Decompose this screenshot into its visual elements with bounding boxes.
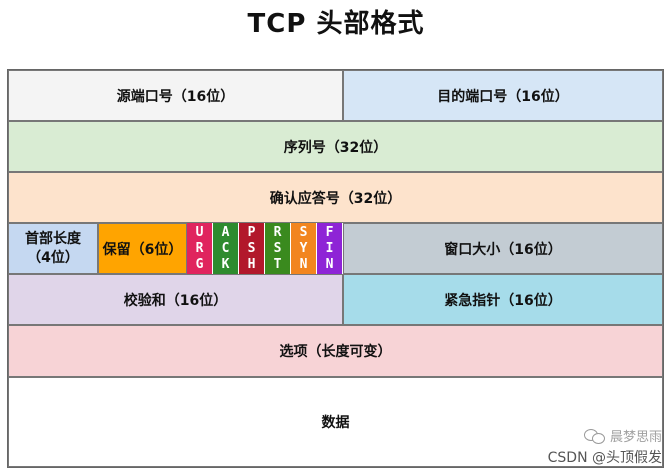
- wechat-icon: [583, 428, 606, 444]
- flag-letter: U: [195, 225, 204, 241]
- window-size-field: 窗口大小（16位）: [343, 223, 663, 274]
- flag-letter: T: [273, 256, 282, 272]
- flag-letter: I: [325, 240, 334, 256]
- watermark-brand: 晨梦思雨: [548, 426, 662, 445]
- tcp-header-diagram: 源端口号（16位） 目的端口号（16位） 序列号（32位） 确认应答号（32位）…: [7, 69, 664, 468]
- header-length-label: 首部长度: [25, 231, 81, 248]
- flag-letter: R: [195, 240, 204, 256]
- flag-letter: G: [195, 256, 204, 272]
- options-field: 选项（长度可变）: [8, 325, 663, 377]
- flag-letter: K: [221, 256, 230, 272]
- reserved-field: 保留（6位）: [98, 223, 187, 274]
- flag-letter: A: [221, 225, 230, 241]
- header-length-field: 首部长度 （4位）: [8, 223, 98, 274]
- checksum-field: 校验和（16位）: [8, 274, 343, 325]
- flag-letter: S: [273, 240, 282, 256]
- flag-letter: F: [325, 225, 334, 241]
- flag-letter: S: [299, 225, 308, 241]
- flag-letter: N: [299, 256, 308, 272]
- flag-letter: Y: [299, 240, 308, 256]
- header-length-bits: （4位）: [27, 249, 79, 266]
- diagram-title: TCP 头部格式: [247, 9, 425, 39]
- source-port-field: 源端口号（16位）: [8, 70, 343, 121]
- flag-letter: S: [247, 240, 256, 256]
- data-field: 数据: [8, 377, 663, 467]
- sequence-number-field: 序列号（32位）: [8, 121, 663, 172]
- destination-port-field: 目的端口号（16位）: [343, 70, 663, 121]
- acknowledgment-number-field: 确认应答号（32位）: [8, 172, 663, 223]
- watermark: 晨梦思雨 CSDN @头顶假发: [548, 426, 662, 467]
- flag-letter: P: [247, 225, 256, 241]
- flag-letter: C: [221, 240, 230, 256]
- flag-letter: H: [247, 256, 256, 272]
- flag-letter: N: [325, 256, 334, 272]
- urgent-pointer-field: 紧急指针（16位）: [343, 274, 663, 325]
- watermark-csdn: CSDN @头顶假发: [547, 450, 662, 466]
- flag-letter: R: [273, 225, 282, 241]
- watermark-brand-text: 晨梦思雨: [609, 430, 662, 445]
